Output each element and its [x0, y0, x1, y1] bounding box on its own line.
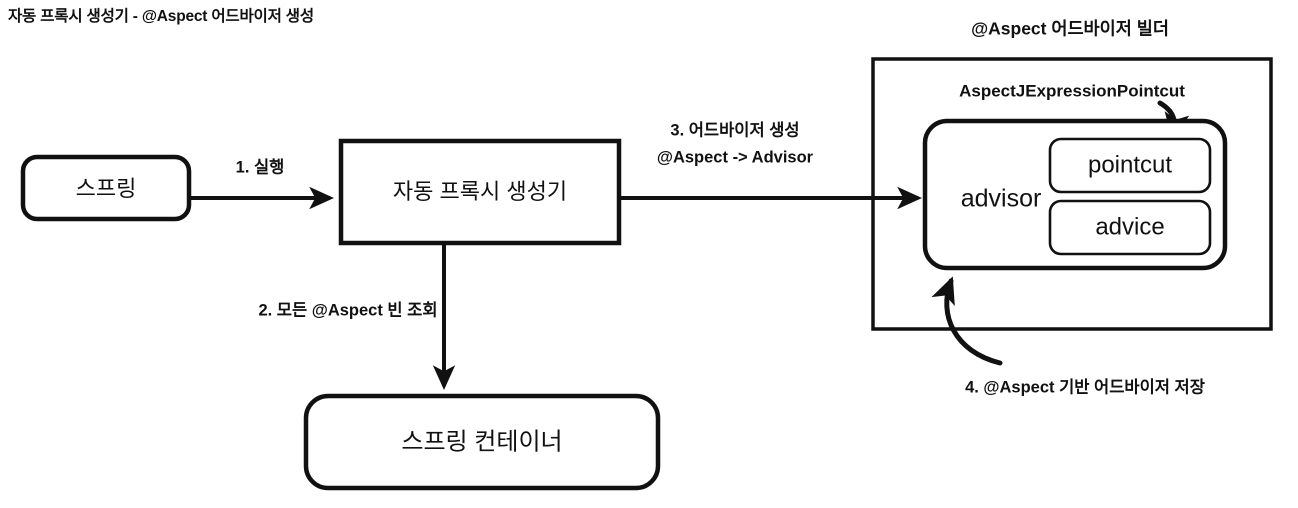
- edge-label-step2: 2. 모든 @Aspect 빈 조회: [258, 300, 437, 319]
- aspectj-expression-pointcut-label: AspectJExpressionPointcut: [959, 81, 1185, 100]
- advice-label: advice: [1095, 213, 1164, 240]
- node-spring-container-box[interactable]: [303, 393, 661, 491]
- advice-box[interactable]: [1048, 199, 1212, 256]
- pointcut-box[interactable]: [1048, 137, 1212, 194]
- pointcut-label: pointcut: [1088, 151, 1172, 178]
- edge-store-advisor-arrow: [931, 276, 1003, 366]
- node-spring-box[interactable]: [20, 154, 192, 222]
- edge-label-step4: 4. @Aspect 기반 어드바이저 저장: [965, 377, 1205, 396]
- edge-label-step3-line2: @Aspect -> Advisor: [657, 148, 814, 166]
- node-spring-container-label: 스프링 컨테이너: [401, 428, 562, 455]
- node-auto-proxy-creator-label: 자동 프록시 생성기: [393, 179, 567, 204]
- page-title: 자동 프록시 생성기 - @Aspect 어드바이저 생성: [8, 7, 314, 25]
- advisor-label: advisor: [961, 185, 1042, 213]
- node-spring-label: 스프링: [76, 176, 137, 201]
- edge-label-step3-line1: 3. 어드바이저 생성: [670, 120, 799, 139]
- node-auto-proxy-creator-box[interactable]: [338, 138, 622, 246]
- builder-section-header: @Aspect 어드바이저 빌더: [971, 19, 1169, 39]
- edge-label-step1: 1. 실행: [236, 156, 285, 176]
